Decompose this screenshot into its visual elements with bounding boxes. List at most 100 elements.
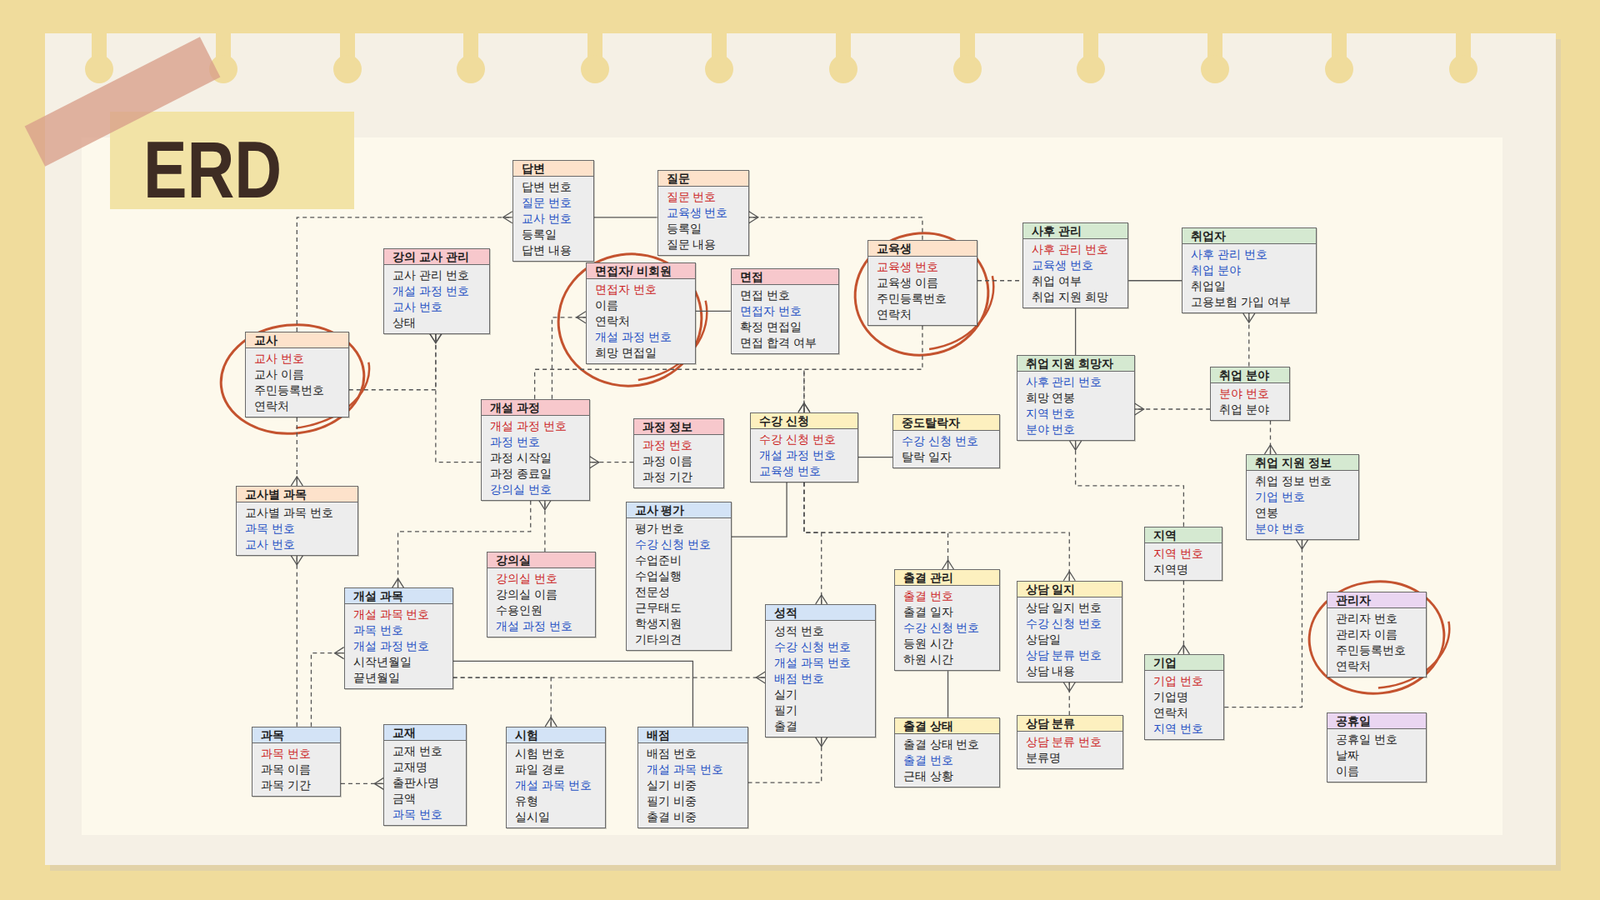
- attribute-row: 연락처: [876, 306, 969, 323]
- attribute-name: 배점 번호: [774, 670, 825, 687]
- attribute-row: 유형: [515, 793, 597, 810]
- attribute-row: 질문 번호: [666, 189, 740, 205]
- connector-path: [947, 670, 949, 718]
- attribute-row: 지역 번호: [1025, 405, 1126, 422]
- attribute-name: 연락처: [595, 313, 630, 330]
- entity-name: 상담 일지: [1025, 581, 1076, 597]
- attribute-name: 교사 이름: [254, 366, 305, 383]
- hole: [829, 55, 858, 84]
- attribute-row: 개설 과정 번호: [353, 638, 445, 655]
- attribute-row: 사후 관리 번호: [1025, 374, 1126, 390]
- relationship-line: [748, 737, 828, 783]
- table-header: 교사: [245, 332, 349, 349]
- entity-name: 교사별 과목: [245, 486, 307, 502]
- table-header: 취업자: [1182, 228, 1316, 245]
- hole: [456, 55, 485, 84]
- table-header: 개설 과목: [345, 588, 453, 605]
- table-header: 공휴일: [1327, 713, 1426, 730]
- attribute-name: 취업 정보 번호: [1255, 473, 1332, 490]
- table-body: 면접자 번호이름연락처개설 과정 번호희망 면접일: [586, 279, 695, 364]
- relationship-line: [290, 417, 303, 486]
- attribute-row: 수강 신청 번호: [903, 620, 991, 636]
- attribute-name: 지역명: [1153, 561, 1189, 578]
- attribute-name: 기업 번호: [1255, 489, 1305, 505]
- attribute-row: 수업준비: [635, 552, 723, 569]
- attribute-name: 관리자 이름: [1335, 626, 1398, 643]
- attribute-name: 출결 번호: [903, 752, 954, 769]
- attribute-name: 면접 번호: [740, 287, 790, 304]
- table-header: 교육생: [868, 240, 977, 257]
- attribute-row: 희망 연봉: [1025, 390, 1126, 406]
- table-header: 취업 분야: [1210, 367, 1290, 384]
- attribute-name: 질문 번호: [521, 195, 572, 211]
- relationship-line: [590, 456, 635, 469]
- table-body: 상담 분류 번호분류명: [1017, 731, 1124, 769]
- entity-table: 상담 일지상담 일지 번호수강 신청 번호상담일상담 분류 번호상담 내용: [1016, 580, 1123, 683]
- attribute-row: 교육생 번호: [876, 259, 969, 275]
- attribute-row: 수강 신청 번호: [774, 639, 866, 655]
- connector-path: [594, 216, 658, 218]
- attribute-row: 시작년월일: [353, 654, 445, 670]
- connector-path: [804, 482, 1070, 581]
- attribute-row: 기업 번호: [1153, 673, 1216, 690]
- table-header: 면접: [731, 269, 839, 285]
- attribute-name: 상담 내용: [1025, 663, 1076, 680]
- entity-name: 성적: [774, 605, 798, 620]
- attribute-name: 출결 상태 번호: [903, 736, 980, 753]
- crows-foot: [1069, 682, 1070, 692]
- connector-path: [453, 677, 552, 727]
- attribute-name: 이름: [1335, 763, 1360, 780]
- attribute-row: 분류명: [1025, 750, 1115, 766]
- attribute-name: 면접자 번호: [740, 303, 802, 320]
- attribute-row: 질문 번호: [521, 195, 585, 211]
- attribute-name: 상담일: [1025, 631, 1061, 648]
- entity-table: 사후 관리사후 관리 번호교육생 번호취업 여부취업 지원 희망: [1022, 222, 1129, 309]
- table-header: 지역: [1145, 527, 1222, 544]
- crows-foot: [550, 717, 552, 727]
- table-header: 상담 분류: [1017, 715, 1124, 732]
- entity-table: 교육생교육생 번호교육생 이름주민등록번호연락처: [867, 240, 978, 326]
- crows-foot: [755, 671, 765, 684]
- attribute-row: 연봉: [1255, 505, 1350, 521]
- attribute-row: 개설 과목 번호: [774, 655, 866, 671]
- attribute-name: 과목 번호: [392, 806, 443, 823]
- crows-foot: [290, 555, 303, 565]
- attribute-row: 관리자 이름: [1335, 626, 1418, 643]
- attribute-row: 교사 관리 번호: [392, 267, 480, 284]
- attribute-row: 개설 과정 번호: [490, 418, 581, 435]
- attribute-row: 상담 분류 번호: [1025, 734, 1115, 750]
- crows-foot: [1295, 540, 1308, 550]
- crows-foot: [1135, 403, 1145, 415]
- highlight-stroke: [1300, 570, 1460, 700]
- connector-path: [804, 482, 822, 605]
- attribute-name: 필기 비중: [646, 793, 697, 810]
- entity-name: 지역: [1153, 527, 1177, 543]
- attribute-name: 질문 번호: [666, 189, 717, 205]
- attribute-row: 개설 과목 번호: [515, 777, 597, 794]
- attribute-name: 출결 비중: [646, 809, 697, 825]
- relationship-line: [349, 334, 442, 390]
- attribute-row: 확정 면접일: [740, 319, 830, 335]
- attribute-row: 취업 정보 번호: [1255, 473, 1350, 490]
- connector-path: [1135, 408, 1211, 410]
- attribute-name: 실시일: [515, 809, 550, 825]
- attribute-name: 주민등록번호: [876, 290, 947, 307]
- attribute-name: 수강 신청 번호: [903, 620, 980, 636]
- attribute-name: 지역 번호: [1153, 545, 1204, 562]
- entity-name: 취업자: [1190, 228, 1226, 244]
- relationship-line: [858, 456, 894, 458]
- attribute-name: 배점 번호: [646, 745, 697, 762]
- hole: [1325, 55, 1354, 84]
- attribute-name: 끝년월일: [353, 670, 400, 686]
- attribute-name: 수강 신청 번호: [774, 639, 851, 655]
- connector-path: [310, 653, 344, 727]
- highlight-circle: [1303, 575, 1450, 700]
- table-body: 과정 번호과정 이름과정 기간: [634, 435, 724, 488]
- attribute-row: 시험 번호: [515, 745, 597, 762]
- entity-table: 시험시험 번호파일 경로개설 과목 번호유형실시일: [505, 726, 606, 829]
- entity-table: 개설 과정개설 과정 번호과정 번호과정 시작일과정 종료일강의실 번호: [480, 399, 590, 501]
- attribute-row: 기업 번호: [1255, 489, 1350, 505]
- attribute-row: 면접자 번호: [740, 303, 830, 320]
